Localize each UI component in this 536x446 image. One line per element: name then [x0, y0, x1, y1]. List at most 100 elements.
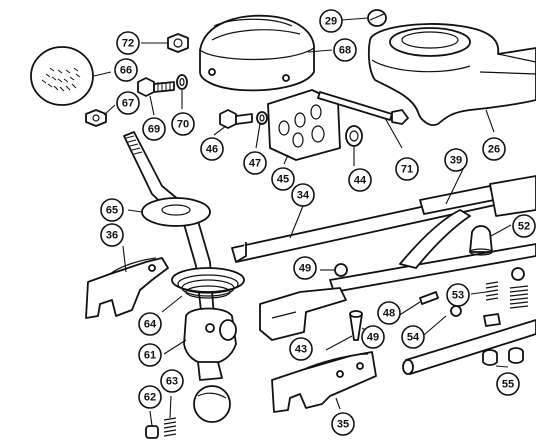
part-64-spring-seat — [171, 267, 245, 299]
part-number-callouts: 29 72 68 66 67 69 70 46 47 45 44 71 26 39 34 65 36 52 49 53… — [100, 9, 536, 436]
callout-p43: 43 — [289, 337, 313, 361]
callout-label: 53 — [452, 290, 464, 302]
callout-circle — [331, 412, 355, 436]
part-53-springs — [485, 281, 529, 309]
part-29-plug — [367, 9, 387, 27]
callout-p72: 72 — [116, 31, 140, 55]
callout-circle — [446, 283, 470, 307]
callout-p64: 64 — [138, 312, 162, 336]
part-26-housing — [367, 23, 536, 126]
callout-label: 39 — [450, 155, 462, 167]
callout-p70: 70 — [171, 112, 195, 136]
callout-label: 29 — [325, 16, 337, 28]
callout-label: 36 — [106, 230, 118, 242]
callout-label: 64 — [144, 319, 157, 331]
callout-circle — [333, 38, 357, 62]
callout-circle — [138, 385, 162, 409]
callout-label: 66 — [120, 65, 132, 77]
callout-p49b: 49 — [361, 325, 385, 349]
part-61-ball-end — [183, 307, 237, 423]
callout-circle — [482, 137, 506, 161]
callout-label: 52 — [518, 221, 530, 233]
callout-circle — [348, 168, 372, 192]
callout-p26: 26 — [482, 137, 506, 161]
callout-circle — [293, 256, 317, 280]
part-72-nut — [167, 33, 189, 53]
part-68-cover — [199, 14, 315, 92]
part-52-pin — [469, 225, 493, 256]
part-71-long-bolt — [317, 91, 409, 125]
part-44-washer — [345, 125, 363, 147]
callout-p52: 52 — [512, 214, 536, 238]
callout-circle — [361, 325, 385, 349]
callout-p54: 54 — [401, 325, 425, 349]
callout-label: 69 — [148, 124, 160, 136]
callout-p46: 46 — [200, 137, 224, 161]
callout-circle — [200, 137, 224, 161]
callout-label: 71 — [401, 164, 413, 176]
callout-p55: 55 — [496, 372, 520, 396]
callout-label: 72 — [122, 38, 134, 50]
part-55-plugs — [482, 347, 524, 366]
callout-label: 61 — [144, 350, 156, 362]
part-65-gear-lever — [123, 131, 215, 321]
callout-circle — [377, 301, 401, 325]
callout-label: 34 — [297, 190, 310, 202]
part-66-gear-knob — [30, 46, 94, 106]
callout-p69: 69 — [142, 117, 166, 141]
callout-p65: 65 — [100, 198, 124, 222]
callout-circle — [100, 223, 124, 247]
part-62-plunger — [145, 425, 159, 439]
part-35-selector-fork — [271, 351, 377, 413]
callout-label: 49 — [367, 332, 379, 344]
leader-lines — [93, 17, 512, 427]
callout-label: 47 — [249, 158, 261, 170]
part-43-tapered-pin — [349, 310, 363, 341]
callout-circle — [243, 151, 267, 175]
callout-circle — [114, 58, 138, 82]
callout-p61: 61 — [138, 343, 162, 367]
part-69-bolt — [137, 77, 175, 97]
callout-p71: 71 — [395, 157, 419, 181]
callout-circle — [160, 369, 184, 393]
part-48-pin — [419, 291, 439, 305]
callout-p67: 67 — [116, 91, 140, 115]
callout-p47: 47 — [243, 151, 267, 175]
part-47-washer — [256, 111, 268, 125]
callout-p62: 62 — [138, 385, 162, 409]
selector-fork-upper — [259, 287, 501, 341]
callout-p34: 34 — [291, 183, 315, 207]
callout-label: 62 — [144, 392, 156, 404]
callout-label: 45 — [277, 174, 289, 186]
callout-circle — [444, 148, 468, 172]
callout-circle — [291, 183, 315, 207]
callout-p49a: 49 — [293, 256, 317, 280]
callout-p39: 39 — [444, 148, 468, 172]
callout-p44: 44 — [348, 168, 372, 192]
callout-label: 48 — [383, 308, 395, 320]
callout-circle — [395, 157, 419, 181]
callout-label: 43 — [295, 344, 307, 356]
callout-p66: 66 — [114, 58, 138, 82]
callout-circle — [289, 337, 313, 361]
callout-label: 55 — [502, 379, 514, 391]
callout-label: 70 — [177, 119, 189, 131]
callout-p53: 53 — [446, 283, 470, 307]
callout-circle — [116, 91, 140, 115]
callout-label: 26 — [488, 144, 500, 156]
callout-p68: 68 — [333, 38, 357, 62]
callout-label: 46 — [206, 144, 218, 156]
part-49-balls — [334, 263, 525, 317]
part-63-spring — [163, 417, 177, 437]
callout-circle — [116, 31, 140, 55]
callout-circle — [100, 198, 124, 222]
callout-p63: 63 — [160, 369, 184, 393]
callout-circle — [319, 9, 343, 33]
callout-label: 35 — [337, 419, 349, 431]
callout-p36: 36 — [100, 223, 124, 247]
callout-circle — [401, 325, 425, 349]
callout-circle — [496, 372, 520, 396]
part-46-bolt — [219, 109, 253, 129]
callout-circle — [512, 214, 536, 238]
